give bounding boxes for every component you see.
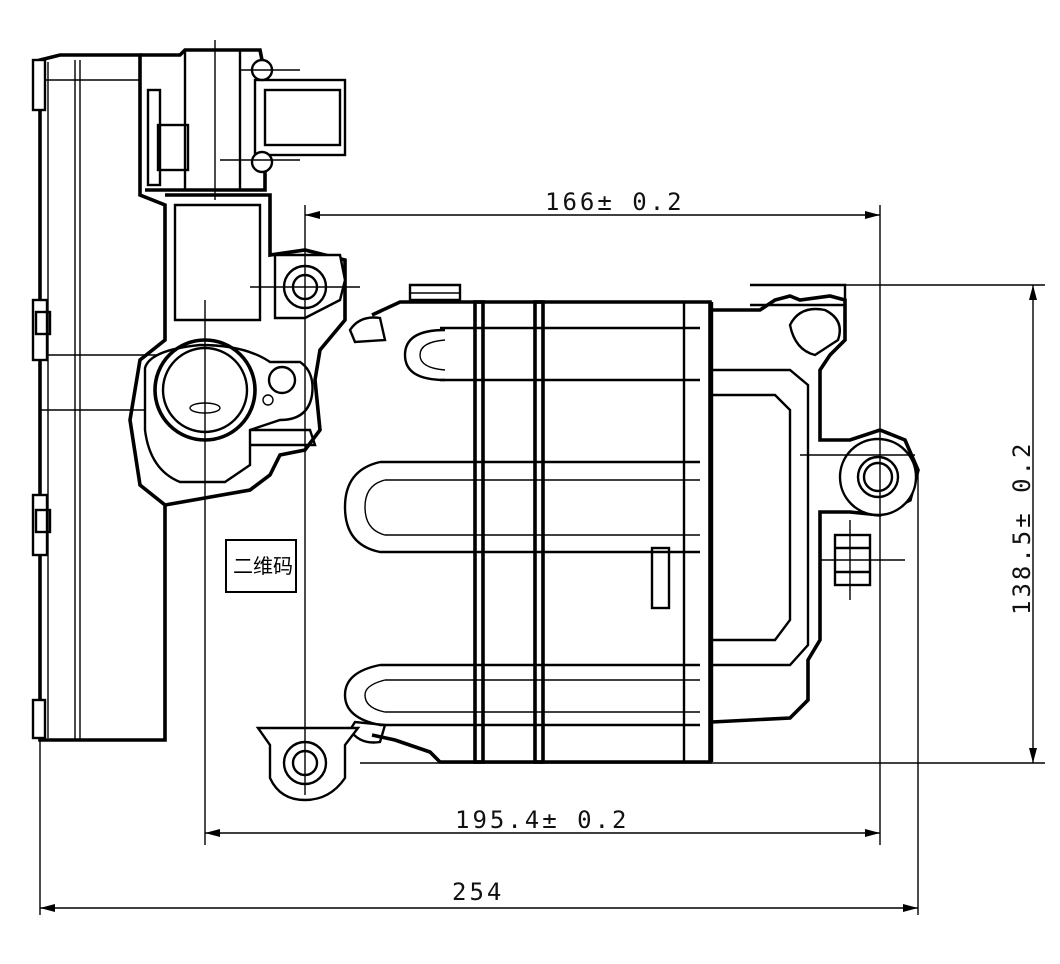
dim-height: 138.5± 0.2 bbox=[1008, 441, 1036, 616]
suction-port-block bbox=[143, 193, 347, 507]
dim-top-width: 166± 0.2 bbox=[545, 188, 685, 216]
dimension-top bbox=[305, 211, 880, 219]
dim-mid-width: 195.4± 0.2 bbox=[455, 806, 630, 834]
dimension-middle bbox=[205, 829, 880, 837]
bottom-mounting-ear bbox=[255, 726, 361, 802]
dimension-height bbox=[1029, 285, 1037, 763]
dimension-overall bbox=[40, 904, 918, 912]
dim-overall-width: 254 bbox=[452, 878, 504, 906]
qr-code-label: 二维码 bbox=[233, 554, 293, 578]
centerlines bbox=[39, 205, 1045, 915]
motor-body bbox=[343, 283, 714, 764]
electrical-connector bbox=[140, 40, 347, 200]
right-end-cap bbox=[711, 283, 920, 724]
qr-code-box bbox=[225, 539, 297, 593]
